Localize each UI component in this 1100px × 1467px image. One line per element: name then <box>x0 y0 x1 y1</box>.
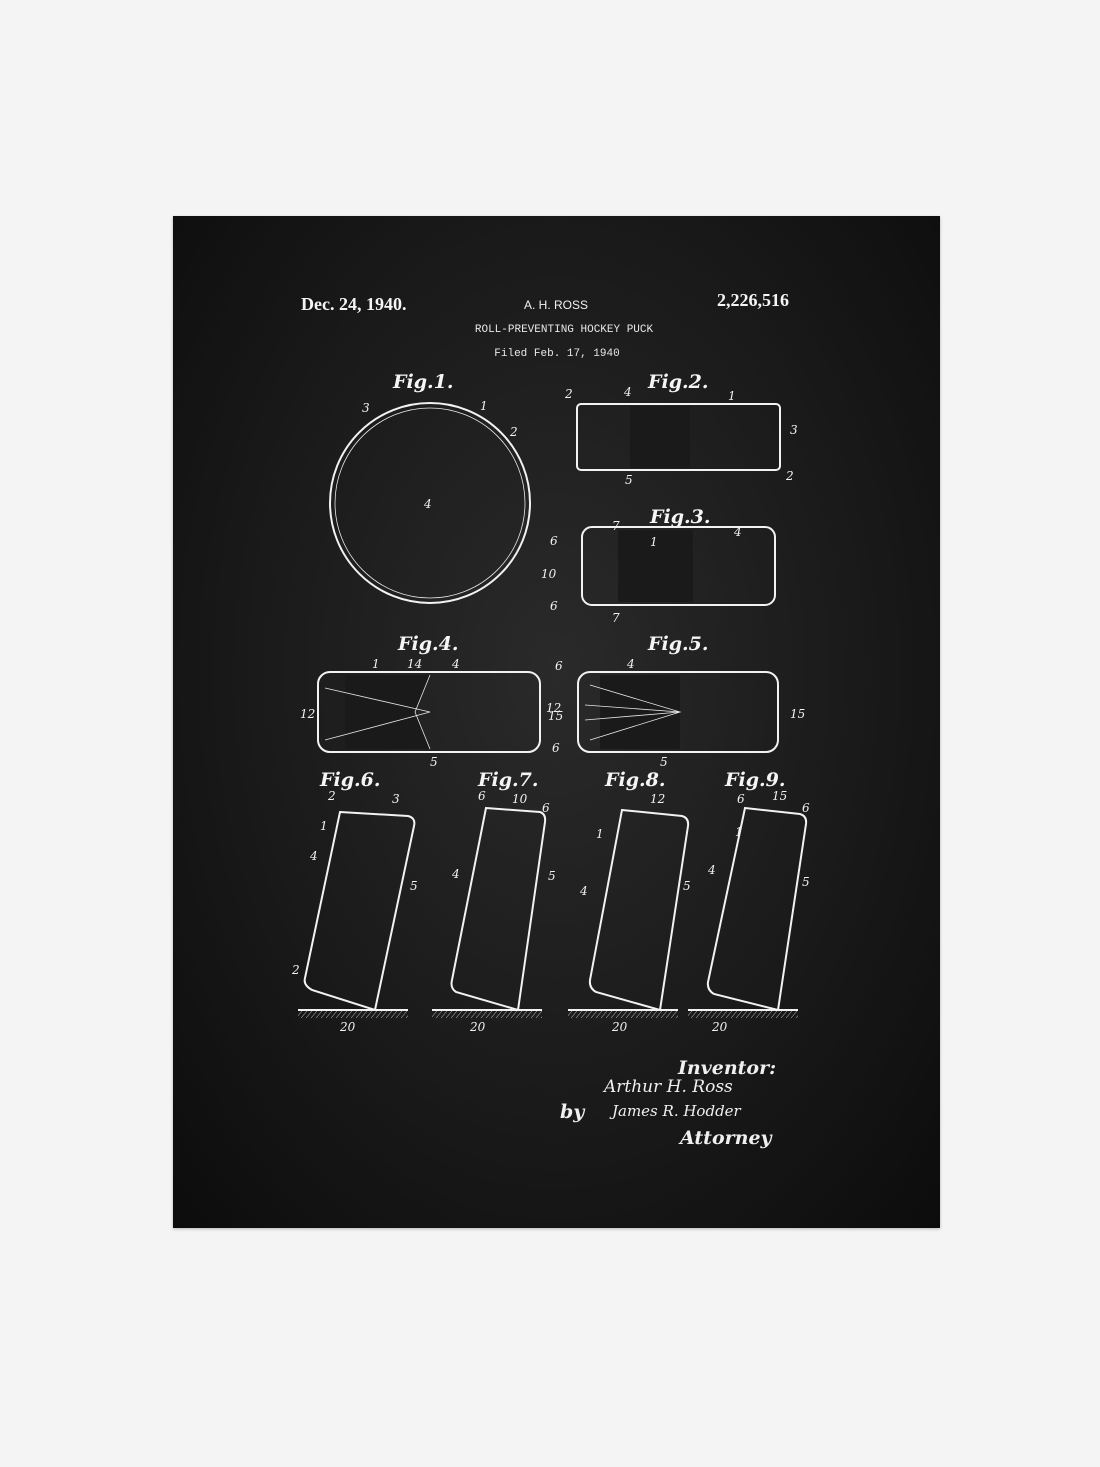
part-number-label: 12 <box>300 707 315 721</box>
part-number-label: 3 <box>790 423 798 437</box>
inventor-label: Inventor: <box>677 1057 776 1079</box>
patent-title: ROLL-PREVENTING HOCKEY PUCK <box>475 324 654 336</box>
part-number-label: 4 <box>451 657 460 671</box>
figure-title: Fig.5. <box>647 633 708 655</box>
figure-4: Fig.4. 1 14 4 12 12 5 <box>300 633 561 769</box>
part-number-label: 5 <box>430 755 438 769</box>
part-number-label: 15 <box>772 789 787 803</box>
figure-5: Fig.5. 6 4 15 15 6 5 <box>548 633 805 769</box>
part-number-label: 4 <box>579 884 588 898</box>
part-number-label: 1 <box>735 825 743 839</box>
part-number-label: 6 <box>550 599 558 613</box>
part-number-label: 5 <box>548 869 556 883</box>
part-number-label: 6 <box>478 789 486 803</box>
patent-date: Dec. 24, 1940. <box>301 294 406 314</box>
filed-date: Filed Feb. 17, 1940 <box>494 348 619 360</box>
part-number-label: 4 <box>423 497 432 511</box>
part-number-label: 2 <box>291 963 300 977</box>
part-number-label: 5 <box>660 755 668 769</box>
figure-8: Fig.8. 12 1 4 5 20 <box>568 769 691 1034</box>
part-number-label: 15 <box>548 709 563 723</box>
part-number-label: 2 <box>785 469 794 483</box>
part-number-label: 2 <box>509 425 518 439</box>
part-number-label: 5 <box>683 879 691 893</box>
figure-2: Fig.2. 2 4 1 3 5 2 <box>564 371 798 487</box>
part-number-label: 20 <box>711 1020 728 1034</box>
part-number-label: 4 <box>733 525 742 539</box>
part-number-label: 5 <box>802 875 810 889</box>
part-number-label: 6 <box>555 659 563 673</box>
part-number-label: 4 <box>309 849 318 863</box>
part-number-label: 1 <box>372 657 380 671</box>
patent-number: 2,226,516 <box>717 290 789 310</box>
figure-6: Fig.6. 2 3 1 4 5 2 20 <box>291 769 418 1034</box>
part-number-label: 6 <box>737 792 745 806</box>
figure-title: Fig.4. <box>397 633 458 655</box>
figure-9: Fig.9. 6 15 6 1 4 5 20 <box>688 769 810 1034</box>
part-number-label: 1 <box>728 389 736 403</box>
figure-title: Fig.7. <box>477 769 538 791</box>
figure-title: Fig.8. <box>604 769 665 791</box>
part-number-label: 4 <box>623 385 632 399</box>
part-number-label: 3 <box>392 792 400 806</box>
inventor-signature: Arthur H. Ross <box>602 1077 733 1097</box>
part-number-label: 15 <box>790 707 805 721</box>
part-number-label: 6 <box>802 801 810 815</box>
part-number-label: 10 <box>512 792 528 806</box>
attorney-signature: James R. Hodder <box>609 1102 742 1120</box>
part-number-label: 1 <box>596 827 604 841</box>
part-number-label: 1 <box>650 535 658 549</box>
part-number-label: 6 <box>552 741 560 755</box>
signature-block: Inventor: Arthur H. Ross by James R. Hod… <box>560 1057 776 1149</box>
part-number-label: 7 <box>612 611 620 625</box>
figure-title: Fig.1. <box>392 371 453 393</box>
part-number-label: 4 <box>451 867 460 881</box>
figure-3: Fig.3. 6 7 1 4 10 6 7 <box>541 506 776 625</box>
figure-1: Fig.1. 3 1 2 4 <box>329 371 531 604</box>
part-number-label: 14 <box>407 657 422 671</box>
patent-poster: Dec. 24, 1940. A. H. ROSS 2,226,516 ROLL… <box>173 216 940 1228</box>
part-number-label: 12 <box>650 792 665 806</box>
figure-title: Fig.2. <box>647 371 708 393</box>
part-number-label: 7 <box>612 519 620 533</box>
patent-drawing: Dec. 24, 1940. A. H. ROSS 2,226,516 ROLL… <box>291 290 810 1149</box>
part-number-label: 5 <box>410 879 418 893</box>
part-number-label: 4 <box>626 657 635 671</box>
part-number-label: 1 <box>480 399 488 413</box>
part-number-label: 1 <box>320 819 328 833</box>
by-label: by <box>560 1101 586 1123</box>
part-number-label: 12 <box>546 701 561 715</box>
figure-7: Fig.7. 6 10 6 4 5 20 <box>432 769 556 1034</box>
part-number-label: 6 <box>542 801 550 815</box>
part-number-label: 4 <box>707 863 716 877</box>
part-number-label: 2 <box>564 387 573 401</box>
part-number-label: 5 <box>625 473 633 487</box>
part-number-label: 3 <box>362 401 370 415</box>
part-number-label: 20 <box>469 1020 486 1034</box>
attorney-label: Attorney <box>678 1127 774 1149</box>
figure-title: Fig.6. <box>319 769 380 791</box>
figure-title: Fig.3. <box>649 506 710 528</box>
part-number-label: 6 <box>550 534 558 548</box>
part-number-label: 2 <box>327 789 336 803</box>
part-number-label: 10 <box>541 567 557 581</box>
part-number-label: 20 <box>339 1020 356 1034</box>
figure-title: Fig.9. <box>724 769 785 791</box>
part-number-label: 20 <box>611 1020 628 1034</box>
inventor-name: A. H. ROSS <box>524 298 588 312</box>
